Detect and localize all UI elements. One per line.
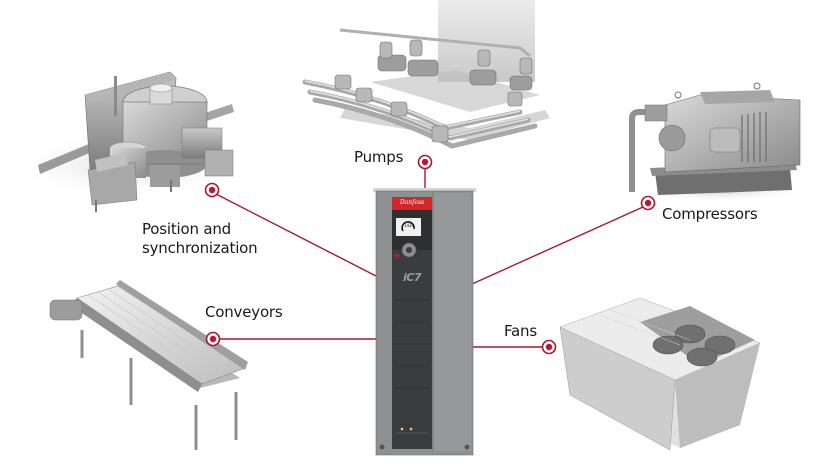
label-compressors-text: Compressors: [662, 205, 758, 223]
conveyor-illustration: [49, 280, 248, 450]
ic7-drive: [373, 188, 476, 456]
marker-position[interactable]: [204, 182, 220, 198]
condenser-fan-unit-illustration: [559, 297, 761, 451]
marker-pumps[interactable]: [417, 154, 433, 170]
connector-lines: [215, 168, 644, 348]
label-position: Position and synchronization: [142, 220, 258, 258]
markers: [204, 154, 656, 355]
drive-brand-text: Danfoss: [399, 199, 425, 206]
drive-display: [396, 218, 421, 236]
pump-piping-illustration: [302, 0, 550, 149]
label-fans-text: Fans: [504, 322, 537, 340]
drive-model-text: iC7: [403, 271, 422, 284]
label-compressors: Compressors: [662, 205, 758, 224]
label-position-line1: Position and: [142, 220, 231, 238]
label-fans: Fans: [504, 322, 537, 341]
label-pumps: Pumps: [354, 148, 403, 167]
rotary-machine-illustration: [10, 71, 250, 212]
marker-conveyors[interactable]: [205, 331, 221, 347]
label-conveyors: Conveyors: [205, 303, 283, 322]
drive-display-readout: 1430: [403, 223, 415, 228]
label-pumps-text: Pumps: [354, 148, 404, 166]
marker-compressors[interactable]: [640, 195, 656, 211]
brand-logo-bar: [392, 197, 432, 210]
connector-compressors: [471, 206, 644, 285]
connector-position: [215, 193, 377, 277]
marker-fans[interactable]: [541, 339, 557, 355]
compressor-illustration: [629, 82, 810, 202]
label-conveyors-text: Conveyors: [205, 303, 283, 321]
label-position-line2: synchronization: [142, 239, 258, 257]
